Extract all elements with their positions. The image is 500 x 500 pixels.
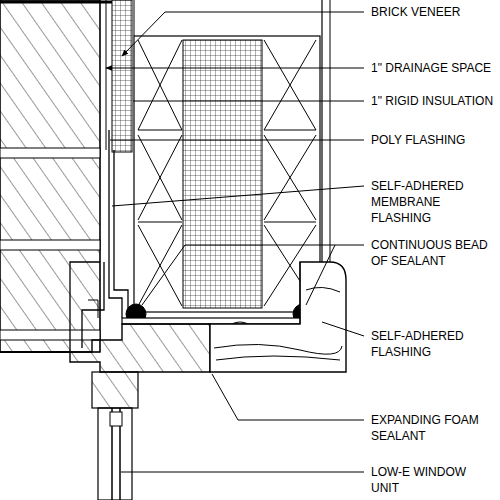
callout-label: SELF-ADHERED FLASHING [370, 328, 496, 360]
callout-label: CONTINUOUS BEAD OF SEALANT [370, 237, 496, 269]
leader-lines [106, 12, 364, 472]
rigid-insulation [112, 0, 132, 152]
callout-label: 1" DRAINAGE SPACE [370, 60, 496, 76]
callout-label: BRICK VENEER [370, 4, 496, 20]
brick-veneer [0, 0, 100, 352]
callout-label: POLY FLASHING [370, 132, 496, 148]
callout-label: EXPANDING FOAM SEALANT [370, 412, 496, 444]
callout-label: 1" RIGID INSULATION [370, 93, 496, 109]
callout-label: SELF-ADHERED MEMBRANE FLASHING [370, 178, 496, 226]
spray-foam-insulation [183, 40, 262, 308]
window-sill-frame [70, 324, 210, 372]
interior-stool [210, 262, 346, 372]
callout-label: LOW-E WINDOW UNIT [370, 464, 496, 496]
